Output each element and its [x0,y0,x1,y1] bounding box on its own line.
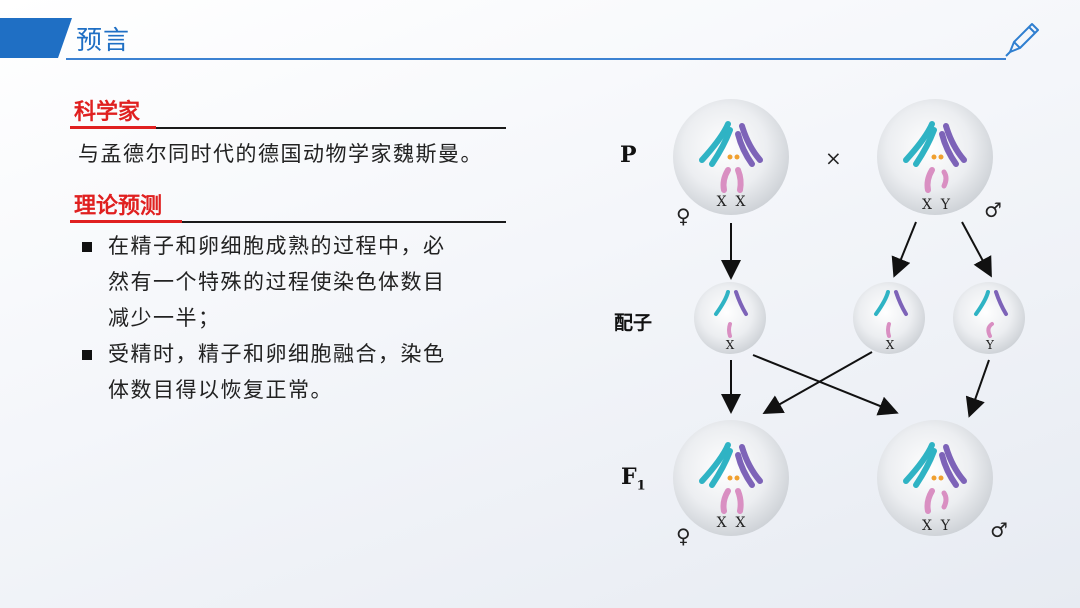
arrow-sperm-x-to-female [762,351,873,414]
parent-male-cell [877,99,993,215]
female-symbol-icon: ♀ [676,204,691,228]
f1-letter: F [621,464,637,490]
female-symbol-icon: ♀ [676,524,691,548]
offspring-female-cell [673,420,789,536]
male-symbol-icon: ♂ [984,198,1002,222]
p-generation-label: P [620,142,637,168]
scientist-heading-line [156,127,506,129]
page-title: 预言 [76,26,131,56]
female-chromosome-label: X X [717,194,746,210]
gamete-sperm-x [853,282,925,354]
scientist-heading: 科学家 [74,100,141,125]
gamete-x-label: X [886,338,895,352]
header-accent-bar [0,18,72,58]
parent-female-cell [673,99,789,215]
arrow-p-to-sperm-x [891,221,917,278]
bullet-1-line-1: 在精子和卵细胞成熟的过程中，必 [108,234,446,258]
gamete-x-label: X [726,338,735,352]
arrow-sperm-y-to-male [965,359,990,418]
offspring-male-cell [877,420,993,536]
bullet-1-line-3: 减少一半； [108,306,221,330]
prediction-heading: 理论预测 [74,194,163,219]
bullet-2-line-1: 受精时，精子和卵细胞融合，染色 [108,342,446,366]
bullet-2-line-2: 体数目得以恢复正常。 [108,378,333,402]
prediction-heading-line [182,221,506,223]
arrow-p-to-sperm-y [961,221,992,278]
cross-symbol: × [825,146,842,170]
gamete-sperm-y [953,282,1025,354]
bullet-marker [82,350,92,360]
male-symbol-icon: ♂ [990,518,1008,542]
gamete-y-label: Y [985,338,995,352]
gamete-row-label: 配子 [614,312,653,334]
scientist-text: 与孟德尔同时代的德国动物学家魏斯曼。 [78,142,483,166]
f1-female-chromosome-label: X X [717,515,746,531]
f1-male-chromosome-label: X Y [922,518,951,534]
arrow-egg-to-male [752,354,899,416]
bullet-marker [82,242,92,252]
pen-icon [1005,23,1039,57]
gamete-egg-x [694,282,766,354]
bullet-1-line-2: 然有一个特殊的过程使染色体数目 [108,270,446,294]
scientist-heading-accent [70,126,156,129]
f1-generation-label: F1 [621,464,646,493]
male-chromosome-label: X Y [922,197,951,213]
prediction-heading-accent [70,220,182,223]
f1-subscript: 1 [636,478,646,494]
header-divider [66,58,1006,60]
